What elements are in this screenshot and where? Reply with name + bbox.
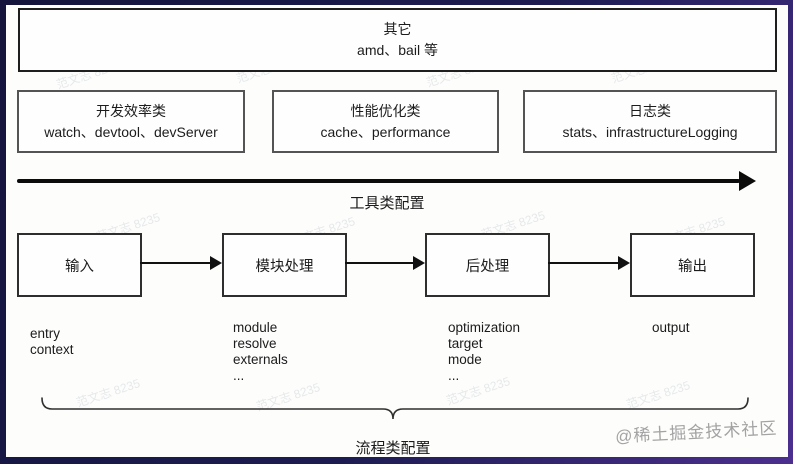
props-list-input: entry context — [30, 326, 74, 357]
props-list-module: module resolve externals ... — [233, 320, 288, 383]
flow-connector-arrowhead-icon — [413, 256, 425, 270]
flow-box-post-processing: 后处理 — [425, 233, 550, 297]
flow-box-output: 输出 — [630, 233, 755, 297]
flow-connector-line — [548, 262, 618, 264]
category-title: 开发效率类 — [96, 102, 166, 119]
flow-section-brace — [41, 397, 749, 420]
flow-connector-arrowhead-icon — [618, 256, 630, 270]
category-box-performance: 性能优化类 cache、performance — [272, 90, 499, 153]
props-list-output: output — [652, 320, 690, 335]
category-box-dev-efficiency: 开发效率类 watch、devtool、devServer — [17, 90, 245, 153]
flow-connector-arrowhead-icon — [210, 256, 222, 270]
flow-box-label: 输入 — [65, 258, 94, 275]
flow-section-label: 流程类配置 — [355, 440, 431, 457]
flow-box-label: 输出 — [678, 258, 707, 275]
other-box-items: amd、bail 等 — [357, 42, 438, 58]
tool-axis-arrow-line — [17, 179, 740, 183]
props-list-post: optimization target mode ... — [448, 320, 521, 383]
other-category-box: 其它 amd、bail 等 — [18, 8, 777, 72]
category-title: 日志类 — [629, 102, 671, 119]
tool-axis-arrowhead-icon — [739, 171, 756, 191]
flow-connector-line — [345, 262, 413, 264]
flow-box-module-processing: 模块处理 — [222, 233, 347, 297]
flow-box-input: 输入 — [17, 233, 142, 297]
diagram-background — [6, 5, 788, 457]
tool-axis-label: 工具类配置 — [349, 195, 425, 212]
category-title: 性能优化类 — [350, 102, 421, 119]
flow-connector-line — [140, 262, 210, 264]
flow-box-label: 模块处理 — [255, 258, 314, 275]
category-items: cache、performance — [320, 123, 451, 140]
flow-box-label: 后处理 — [465, 258, 510, 275]
category-box-logging: 日志类 stats、infrastructureLogging — [523, 90, 777, 153]
category-items: watch、devtool、devServer — [44, 123, 218, 140]
other-box-title: 其它 — [383, 21, 412, 37]
category-items: stats、infrastructureLogging — [562, 123, 738, 140]
